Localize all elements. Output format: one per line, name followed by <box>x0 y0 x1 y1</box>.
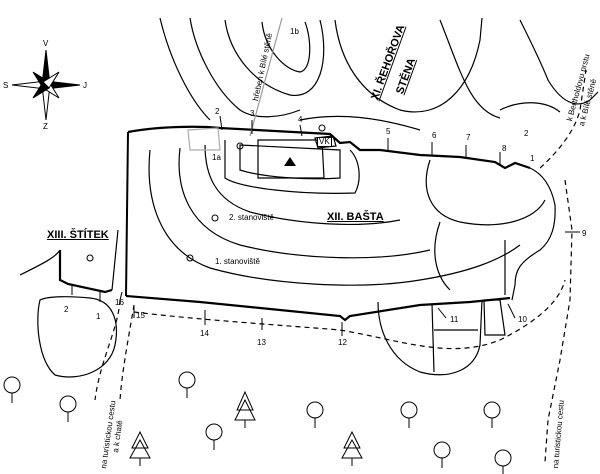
compass-east: J <box>83 81 87 90</box>
route-number: 9 <box>582 229 587 238</box>
stitek-right-edge <box>111 229 119 291</box>
contour-xi-3 <box>224 19 325 96</box>
trees <box>3 371 512 474</box>
route-number: 1a <box>212 153 221 162</box>
route-number: 14 <box>200 329 209 338</box>
basta-contour-2 <box>178 147 431 259</box>
contour-xi-5 <box>334 17 483 113</box>
route-number: 4 <box>298 115 303 124</box>
path-bottom <box>133 279 566 350</box>
route-number: 5 <box>386 127 391 136</box>
route-number: 1 <box>530 154 535 163</box>
station-2-symbol <box>211 214 219 222</box>
route-number: 8 <box>502 144 507 153</box>
contour-xi-2 <box>189 17 301 118</box>
summit-box: VK <box>317 137 332 147</box>
contour-right-rock-2 <box>499 102 561 113</box>
path-ridge-line <box>249 17 283 137</box>
arrow-16 <box>119 291 123 301</box>
station-1-label: 1. stanoviště <box>215 257 260 266</box>
stitek-station-symbol <box>86 254 94 262</box>
arrow-10 <box>507 303 516 319</box>
route-number: 2 <box>524 129 529 138</box>
compass-south: Z <box>43 122 48 131</box>
route-number: 13 <box>257 338 266 347</box>
route-number: 11 <box>450 315 459 324</box>
basta-right-tower <box>425 159 546 226</box>
lower-block-3 <box>483 299 506 336</box>
path-left <box>94 299 121 401</box>
route-number: 10 <box>518 315 527 324</box>
route-number: 12 <box>338 338 347 347</box>
basta-outline-right <box>511 167 556 301</box>
contour-xi-1 <box>159 17 211 121</box>
area-xiii-stitek: XIII. ŠTÍTEK <box>47 229 109 241</box>
arrow-2 <box>219 115 223 131</box>
route-number: 1 <box>96 312 101 321</box>
stitek-outline <box>58 250 113 294</box>
path-left-2 <box>119 304 135 401</box>
route-number: 16 <box>115 298 124 307</box>
stitek-boulder <box>37 296 117 378</box>
compass-west: S <box>3 81 9 90</box>
compass-north: V <box>43 39 49 48</box>
basta-contour-4 <box>224 140 360 194</box>
stitek-outline-2 <box>19 249 61 276</box>
route-number: 2 <box>64 305 69 314</box>
contour-xi-6 <box>299 115 421 131</box>
basta-outline-left <box>125 131 129 297</box>
route-number: 3 <box>250 109 255 118</box>
summit-triangle <box>284 157 296 166</box>
summit-left-boulder <box>187 127 221 151</box>
top-station-symbol <box>318 124 326 132</box>
route-number: 2 <box>215 107 220 116</box>
basta-summit-block <box>257 139 325 179</box>
basta-contour-1 <box>148 149 521 286</box>
basta-right-tower-2 <box>434 221 451 291</box>
basta-contour-3 <box>204 144 401 226</box>
contour-xi-4 <box>261 21 311 73</box>
station-2-label: 2. stanoviště <box>229 213 274 222</box>
lower-block-1 <box>377 299 483 376</box>
route-number: 1b <box>290 27 299 36</box>
compass-rose <box>11 49 81 121</box>
summit-station-symbol <box>236 142 244 150</box>
route-number: 7 <box>466 133 471 142</box>
arrow-11 <box>437 307 447 319</box>
basta-outline-bottom <box>125 294 511 322</box>
lower-block-2 <box>431 303 478 373</box>
area-xii-basta: XII. BAŠTA <box>327 211 384 223</box>
contour-xi-7 <box>439 19 501 119</box>
contour-right-rock <box>519 19 599 105</box>
route-number: 6 <box>432 131 437 140</box>
route-number: 15 <box>136 311 145 320</box>
station-1-symbol <box>186 254 194 262</box>
arrow-4 <box>299 124 303 137</box>
